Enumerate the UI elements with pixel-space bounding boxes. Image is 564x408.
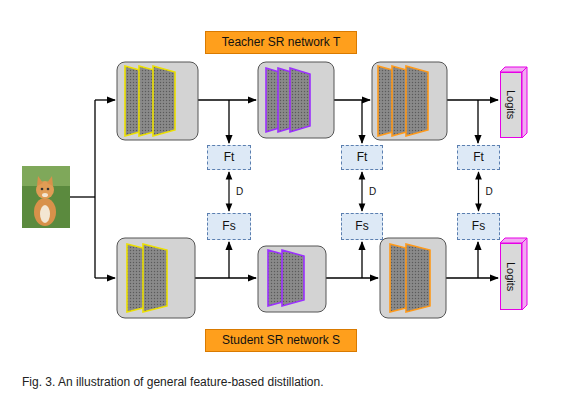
node-text: Student SR network S [222, 334, 340, 347]
graphic-part [228, 242, 229, 278]
graphic-part [95, 277, 115, 278]
feature-box: Fs [457, 213, 500, 240]
logits-face [500, 67, 527, 310]
graphic-part [228, 100, 229, 143]
network-label: Student SR network S [205, 329, 357, 352]
graphic-part [446, 277, 498, 278]
graphic-part [477, 100, 478, 143]
graphic-part [153, 66, 175, 136]
student-block [117, 238, 195, 318]
graphic-part [40, 205, 50, 223]
node-text: Fs [222, 220, 235, 233]
graphic-part [258, 246, 326, 312]
graphic-part [94, 100, 95, 278]
graphic-part [477, 242, 478, 278]
node-text: Ft [473, 151, 484, 164]
feature-box: Fs [207, 213, 251, 240]
network-label: Teacher SR network T [205, 31, 357, 54]
feature-box: Ft [207, 145, 251, 170]
graphic-part [117, 238, 195, 318]
graphic-part [522, 238, 527, 310]
distillation-connector [361, 172, 362, 211]
graphic-part [47, 176, 53, 186]
node-text: Teacher SR network T [222, 36, 341, 49]
feature-box: Ft [341, 145, 383, 170]
node-text: Ft [357, 151, 368, 164]
edge-label: D [236, 186, 243, 197]
graphic-part [361, 100, 362, 143]
graphic-part [522, 67, 527, 138]
teacher-block [372, 62, 447, 140]
teacher-block [258, 62, 334, 138]
graphic-part [42, 193, 48, 197]
graphic-part [22, 166, 70, 228]
graphic-part [334, 99, 370, 100]
edge-label: D [369, 186, 376, 197]
graphic-part [70, 196, 95, 197]
figure-caption: Fig. 3. An illustration of general featu… [22, 375, 324, 389]
graphic-part [195, 277, 256, 278]
graphic-part [198, 99, 256, 100]
graphic-part [41, 188, 44, 191]
feature-box: Ft [457, 145, 500, 170]
graphic-part [361, 242, 362, 278]
graphic-part [372, 62, 447, 140]
graphic-part [406, 244, 430, 312]
teacher-block [117, 62, 198, 140]
graphic-part [117, 62, 198, 140]
node-text: Ft [224, 151, 235, 164]
graphic-part [326, 277, 378, 278]
node-text: Fs [472, 220, 485, 233]
node-text: Fs [355, 220, 368, 233]
graphic-part [380, 238, 446, 318]
node-text: Logits [505, 262, 517, 291]
edge-label: D [486, 186, 493, 197]
graphic-part [95, 99, 115, 100]
graphic-part [258, 62, 334, 138]
student-block [258, 246, 326, 312]
graphic-part [447, 99, 498, 100]
graphic-part [143, 244, 167, 312]
graphic-part [406, 66, 428, 136]
node-text: Logits [505, 90, 517, 119]
graphic-part [37, 176, 43, 186]
distillation-connector [228, 172, 229, 211]
student-block [380, 238, 446, 318]
logits-box: Logits [500, 243, 522, 310]
graphic-part [282, 250, 304, 306]
graphic-part [47, 188, 50, 191]
input-image [22, 166, 70, 228]
graphic-part [34, 198, 56, 226]
distillation-connector [478, 172, 479, 211]
logits-box: Logits [500, 72, 522, 138]
graphic-part [290, 68, 310, 132]
feature-box: Fs [341, 213, 383, 240]
